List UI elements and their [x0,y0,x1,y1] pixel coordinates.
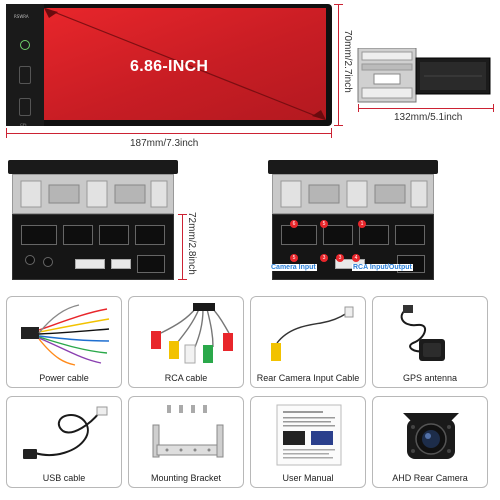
accessory-power-cable: Power cable [6,296,122,388]
rca-output-label: RCA Input/Output [352,264,413,271]
screen-diagonal-icon [44,8,326,120]
power-cable-icon [21,304,110,366]
connector-number-badge: 3 [320,254,328,262]
rear-height-dimension-label: 72mm/2.8inch [186,212,197,275]
accessory-label: USB cable [42,473,86,483]
rear-height-tick-top [178,214,187,215]
accessory-label: AHD Rear Camera [392,473,468,483]
height-tick-top [334,4,343,5]
panel-bottom-label: CFt [20,122,27,127]
iso-connector-icon [21,225,57,245]
connector-number-badge: 6 [290,220,298,228]
bracket-icon [152,405,224,458]
camera-icon [403,413,459,459]
depth-tick-left [358,104,359,112]
panel-button-icon [19,66,31,84]
accessory-rear-camera: AHD Rear Camera [372,396,488,488]
accessory-label: Mounting Bracket [150,473,222,483]
depth-tick-right [493,104,494,112]
connector-number-badge: 5 [320,220,328,228]
usb-cable-icon [23,406,108,459]
manual-icon [276,404,342,466]
rca-cable-icon [151,303,233,364]
height-tick-bottom [334,125,343,126]
usb-header-icon [111,259,131,269]
width-tick-right [331,128,332,138]
accessory-gps-antenna: GPS antenna [372,296,488,388]
accessory-usb-cable: USB cable [6,396,122,488]
depth-dimension-line [358,108,494,109]
rear-faceplate [8,160,178,174]
accessory-label: Power cable [39,373,89,383]
accessory-camera-cable: Rear Camera Input Cable [250,296,366,388]
accessory-rca-cable: RCA cable [128,296,244,388]
wire-connector-icon [63,225,93,245]
camera-cable-icon [271,306,354,361]
camera-input-label: Camera Input [270,264,317,271]
wire-connector-icon [135,225,165,245]
connector-number-badge: 1 [358,220,366,228]
cage-pattern-icon [20,180,168,208]
accessory-label: Rear Camera Input Cable [256,373,360,383]
usb-header-icon [75,259,105,269]
width-tick-left [6,128,7,138]
rear-height-dimension-line [182,214,183,280]
wire-connector-icon [359,225,389,245]
accessory-label: RCA cable [164,373,208,383]
screen-size-label: 6.86-INCH [130,58,209,75]
accessory-label: User Manual [282,473,334,483]
rear-cage [12,174,174,214]
gps-antenna-icon [400,305,445,361]
wire-connector-icon [323,225,353,245]
connector-number-badge: 4 [352,254,360,262]
left-control-panel: RSWRA CFt [6,4,44,127]
gps-port-icon [43,257,53,267]
rear-connector-board [12,214,174,280]
accessory-user-manual: User Manual [250,396,366,488]
display-screen: 6.86-INCH [44,8,326,120]
height-dimension-line [338,4,339,126]
power-button-icon [20,40,30,50]
connector-number-badge: 3 [336,254,344,262]
rear-view-plain [8,160,178,282]
rear-height-tick-bottom [178,279,187,280]
connector-number-badge: 5 [290,254,298,262]
accessory-label: GPS antenna [402,373,458,383]
rear-cage [272,174,434,214]
rear-faceplate [268,160,438,174]
width-dimension-line [6,133,332,134]
panel-top-label: RSWRA [14,14,29,19]
wire-connector-icon [99,225,129,245]
width-dimension-label: 187mm/7.3inch [130,138,199,149]
depth-dimension-label: 132mm/5.1inch [394,112,463,123]
wire-connector-icon [395,225,425,245]
rear-view-labeled: 6 5 1 5 3 3 4 Camera Input RCA Input/Out… [268,160,438,282]
height-dimension-label: 70mm/2.7inch [342,30,353,93]
antenna-port-icon [25,255,35,265]
iso-connector-icon [281,225,317,245]
side-view-diagram-icon [357,48,491,103]
accessory-mounting-bracket: Mounting Bracket [128,396,244,488]
cage-pattern-icon [280,180,428,208]
aux-connector-icon [137,255,165,273]
usb-port-icon [19,98,31,116]
